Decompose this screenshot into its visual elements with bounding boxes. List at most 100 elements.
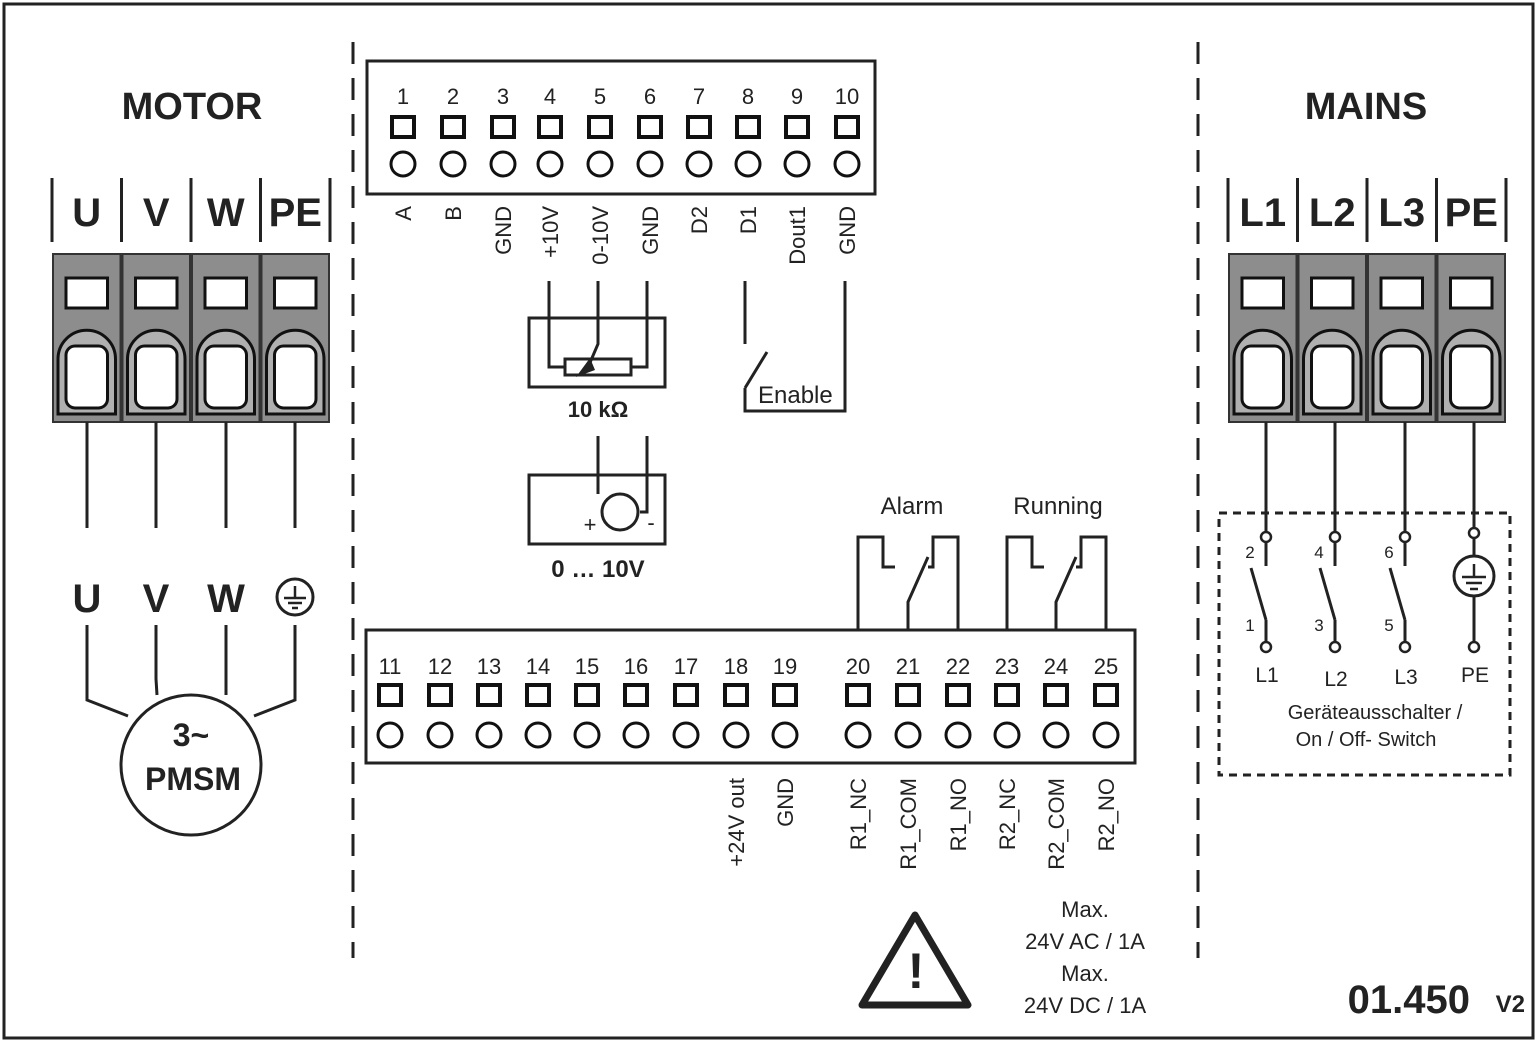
terminal-number: 25 bbox=[1094, 654, 1118, 679]
terminal-screw bbox=[525, 683, 551, 707]
terminal-signal-label: R2_COM bbox=[1044, 778, 1069, 870]
switch-pin-number: 4 bbox=[1314, 543, 1323, 562]
voltage-source-icon bbox=[600, 492, 640, 532]
terminal-screw bbox=[390, 115, 416, 139]
terminal-wire-opening bbox=[1449, 344, 1494, 410]
motor-phase-label-w: W bbox=[207, 577, 245, 621]
motor-phase-label-u: U bbox=[73, 577, 102, 621]
terminal-screw bbox=[895, 683, 921, 707]
terminal-wire-opening bbox=[134, 344, 179, 410]
warning-icon bbox=[858, 911, 972, 1009]
motor-symbol-type: PMSM bbox=[145, 761, 241, 797]
running-com-contact bbox=[1054, 556, 1078, 630]
terminal-number: 8 bbox=[742, 84, 754, 109]
terminal-screw bbox=[427, 683, 453, 707]
motor-title: MOTOR bbox=[122, 86, 263, 128]
terminal-wire-entry bbox=[439, 150, 467, 178]
terminal-screw bbox=[845, 683, 871, 707]
terminal-screw-slot bbox=[1310, 276, 1355, 310]
terminal-wire-entry bbox=[475, 721, 503, 749]
terminal-number: 16 bbox=[624, 654, 648, 679]
enable-label: Enable bbox=[758, 382, 833, 409]
enable-contact bbox=[743, 351, 769, 389]
alarm-nc-contact bbox=[856, 535, 895, 630]
terminal-wire-opening bbox=[203, 344, 248, 410]
terminal-signal-label: GND bbox=[638, 206, 663, 255]
terminal-wire-entry bbox=[734, 150, 762, 178]
terminal-number: 24 bbox=[1044, 654, 1068, 679]
terminal-wire-opening bbox=[273, 344, 318, 410]
terminal-number: 6 bbox=[644, 84, 656, 109]
enable-switch: Enable bbox=[743, 281, 847, 413]
terminal-wire-opening bbox=[1379, 344, 1424, 410]
terminal-signal-label: D1 bbox=[736, 206, 761, 234]
terminal-signal-label: +10V bbox=[538, 206, 563, 258]
voltage-source: + - 0 … 10V bbox=[527, 436, 667, 583]
document-version: V2 bbox=[1496, 991, 1525, 1018]
terminal-label-w: W bbox=[207, 191, 245, 235]
terminal-wire-entry bbox=[894, 721, 922, 749]
terminal-number: 13 bbox=[477, 654, 501, 679]
terminal-number: 17 bbox=[674, 654, 698, 679]
source-plus: + bbox=[584, 512, 597, 537]
switch-contact-bottom bbox=[1328, 640, 1342, 654]
terminal-number: 22 bbox=[946, 654, 970, 679]
ground-icon bbox=[1462, 564, 1486, 591]
terminal-wire-entry bbox=[636, 150, 664, 178]
terminal-screw bbox=[1043, 683, 1069, 707]
terminal-screw bbox=[994, 683, 1020, 707]
terminal-number: 9 bbox=[791, 84, 803, 109]
terminal-screw-slot bbox=[134, 276, 179, 310]
switch-caption-line-2: On / Off- Switch bbox=[1296, 729, 1437, 751]
terminal-wire-opening bbox=[1240, 344, 1285, 410]
alarm-no-contact bbox=[928, 535, 960, 630]
terminal-screw bbox=[723, 683, 749, 707]
switch-blade bbox=[1318, 567, 1337, 621]
terminal-signal-label: B bbox=[441, 206, 466, 221]
document-number: 01.450 bbox=[1348, 978, 1470, 1022]
terminal-wire-entry bbox=[586, 150, 614, 178]
running-label: Running bbox=[1013, 493, 1102, 520]
terminal-label-pe: PE bbox=[269, 191, 322, 235]
switch-contact-bottom bbox=[1259, 640, 1273, 654]
terminal-screw-slot bbox=[1449, 276, 1494, 310]
on-off-switch-box bbox=[1217, 511, 1512, 777]
terminal-label-l2: L2 bbox=[1309, 191, 1356, 235]
terminal-wire-entry bbox=[672, 721, 700, 749]
terminal-screw-slot bbox=[1379, 276, 1424, 310]
terminal-signal-label: R1_COM bbox=[896, 778, 921, 870]
pe-contact-top bbox=[1467, 526, 1481, 540]
terminal-wire-entry bbox=[536, 150, 564, 178]
terminal-signal-label: R2_NO bbox=[1094, 778, 1119, 851]
running-nc-contact bbox=[1005, 535, 1044, 630]
terminal-wire-entry bbox=[426, 721, 454, 749]
switch-output-label: L1 bbox=[1255, 664, 1278, 687]
terminal-signal-label: D2 bbox=[687, 206, 712, 234]
terminal-wire-entry bbox=[389, 150, 417, 178]
terminal-signal-label: R1_NO bbox=[946, 778, 971, 851]
terminal-number: 10 bbox=[835, 84, 859, 109]
wiper-arrow-icon bbox=[576, 358, 595, 377]
mains-title: MAINS bbox=[1305, 86, 1427, 128]
terminal-wire-entry bbox=[376, 721, 404, 749]
rating-line-2: 24V AC / 1A bbox=[1025, 929, 1145, 954]
terminal-wire-entry bbox=[1092, 721, 1120, 749]
terminal-wire-opening bbox=[64, 344, 109, 410]
terminal-screw bbox=[637, 115, 663, 139]
terminal-number: 18 bbox=[724, 654, 748, 679]
terminal-screw-slot bbox=[203, 276, 248, 310]
terminal-screw bbox=[574, 683, 600, 707]
terminal-number: 3 bbox=[497, 84, 509, 109]
terminal-screw bbox=[490, 115, 516, 139]
terminal-wire-entry bbox=[844, 721, 872, 749]
rating-line-1: Max. bbox=[1061, 897, 1109, 922]
terminal-wire-entry bbox=[833, 150, 861, 178]
terminal-number: 15 bbox=[575, 654, 599, 679]
switch-blade bbox=[1249, 567, 1268, 621]
switch-contact-bottom bbox=[1398, 640, 1412, 654]
terminal-screw bbox=[673, 683, 699, 707]
